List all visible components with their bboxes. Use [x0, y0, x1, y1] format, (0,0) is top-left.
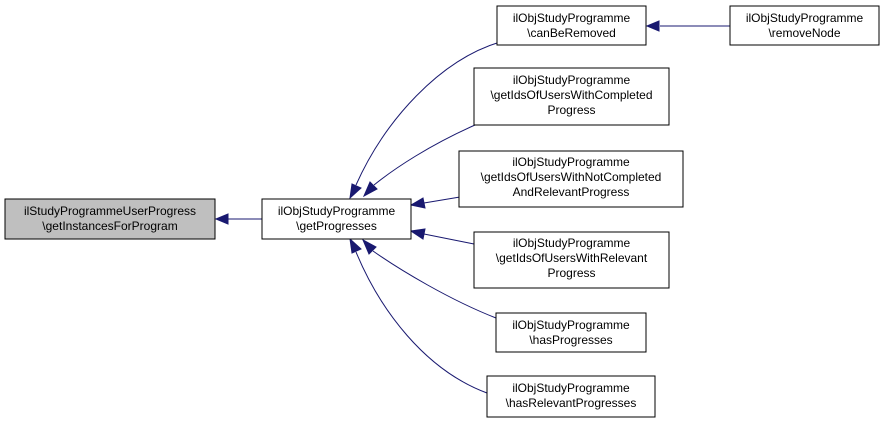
node-removenode-line2: \removeNode	[768, 26, 840, 40]
node-hasprogresses-box	[495, 312, 647, 353]
arrowhead-completed-src	[362, 181, 378, 198]
edge-hasprogresses-to-getprogresses	[372, 250, 497, 319]
arrowhead-canberemoved-src	[349, 183, 362, 200]
arrowhead-root	[214, 213, 229, 225]
arrowhead-relevant-src	[409, 228, 426, 240]
node-removenode-line1: ilObjStudyProgramme	[746, 11, 864, 25]
node-hasprogresses-line2: \hasProgresses	[529, 333, 612, 347]
node-getprogresses[interactable]: ilObjStudyProgramme \getProgresses	[261, 198, 412, 240]
node-removenode-box	[729, 5, 880, 46]
edge-completed-to-getprogresses	[373, 124, 476, 186]
node-getprogresses-box	[261, 198, 412, 240]
node-removenode[interactable]: ilObjStudyProgramme \removeNode	[729, 5, 880, 46]
node-hasrelevantprogresses-box	[486, 375, 656, 418]
node-getidsnotcompleted-line1: ilObjStudyProgramme	[512, 155, 630, 169]
node-hasrelevantprogresses-line1: ilObjStudyProgramme	[512, 381, 630, 395]
node-getidsrelevant-box	[473, 231, 670, 289]
arrowhead-canberemoved	[645, 20, 660, 32]
edges	[214, 20, 730, 394]
node-hasprogresses-line1: ilObjStudyProgramme	[512, 318, 630, 332]
node-getprogresses-line1: ilObjStudyProgramme	[278, 204, 396, 218]
node-getidsnotcompleted[interactable]: ilObjStudyProgramme \getIdsOfUsersWithNo…	[458, 150, 684, 208]
node-getidscompleted-line3: Progress	[547, 103, 595, 117]
node-getprogresses-line2: \getProgresses	[296, 219, 377, 233]
node-getidsrelevant-line2: \getIdsOfUsersWithRelevant	[496, 251, 648, 265]
node-getidscompleted[interactable]: ilObjStudyProgramme \getIdsOfUsersWithCo…	[473, 67, 670, 126]
node-root-box	[4, 198, 216, 240]
node-getidsnotcompleted-box	[458, 150, 684, 208]
node-getidsnotcompleted-line2: \getIdsOfUsersWithNotCompleted	[481, 170, 662, 184]
node-getidsrelevant-line1: ilObjStudyProgramme	[513, 236, 631, 250]
node-hasrelevantprogresses-line2: \hasRelevantProgresses	[506, 396, 637, 410]
edge-relevant-to-getprogresses	[423, 233, 475, 245]
node-root-line1: ilStudyProgrammeUserProgress	[24, 204, 196, 218]
node-hasprogresses[interactable]: ilObjStudyProgramme \hasProgresses	[495, 312, 647, 353]
node-getidscompleted-line1: ilObjStudyProgramme	[513, 73, 631, 87]
node-getidscompleted-line2: \getIdsOfUsersWithCompleted	[490, 88, 652, 102]
arrowhead-hasprogresses-src	[361, 238, 377, 255]
edge-notcompleted-to-getprogresses	[423, 196, 461, 204]
node-root-line2: \getInstancesForProgram	[42, 219, 177, 233]
edge-hasrelevant-to-getprogresses	[355, 251, 488, 394]
node-getidsrelevant[interactable]: ilObjStudyProgramme \getIdsOfUsersWithRe…	[473, 231, 670, 289]
node-hasrelevantprogresses[interactable]: ilObjStudyProgramme \hasRelevantProgress…	[486, 375, 656, 418]
arrowhead-notcompleted-src	[409, 197, 426, 209]
node-getidscompleted-box	[473, 67, 670, 126]
node-getidsrelevant-line3: Progress	[547, 266, 595, 280]
node-canberemoved-box	[496, 5, 647, 46]
node-canberemoved[interactable]: ilObjStudyProgramme \canBeRemoved	[496, 5, 647, 46]
node-root[interactable]: ilStudyProgrammeUserProgress \getInstanc…	[4, 198, 216, 240]
node-canberemoved-line1: ilObjStudyProgramme	[513, 11, 631, 25]
node-getidsnotcompleted-line3: AndRelevantProgress	[513, 185, 630, 199]
edge-canberemoved-to-getprogresses	[355, 41, 501, 186]
arrowhead-hasrelevant-src	[349, 237, 362, 254]
node-canberemoved-line2: \canBeRemoved	[527, 26, 616, 40]
